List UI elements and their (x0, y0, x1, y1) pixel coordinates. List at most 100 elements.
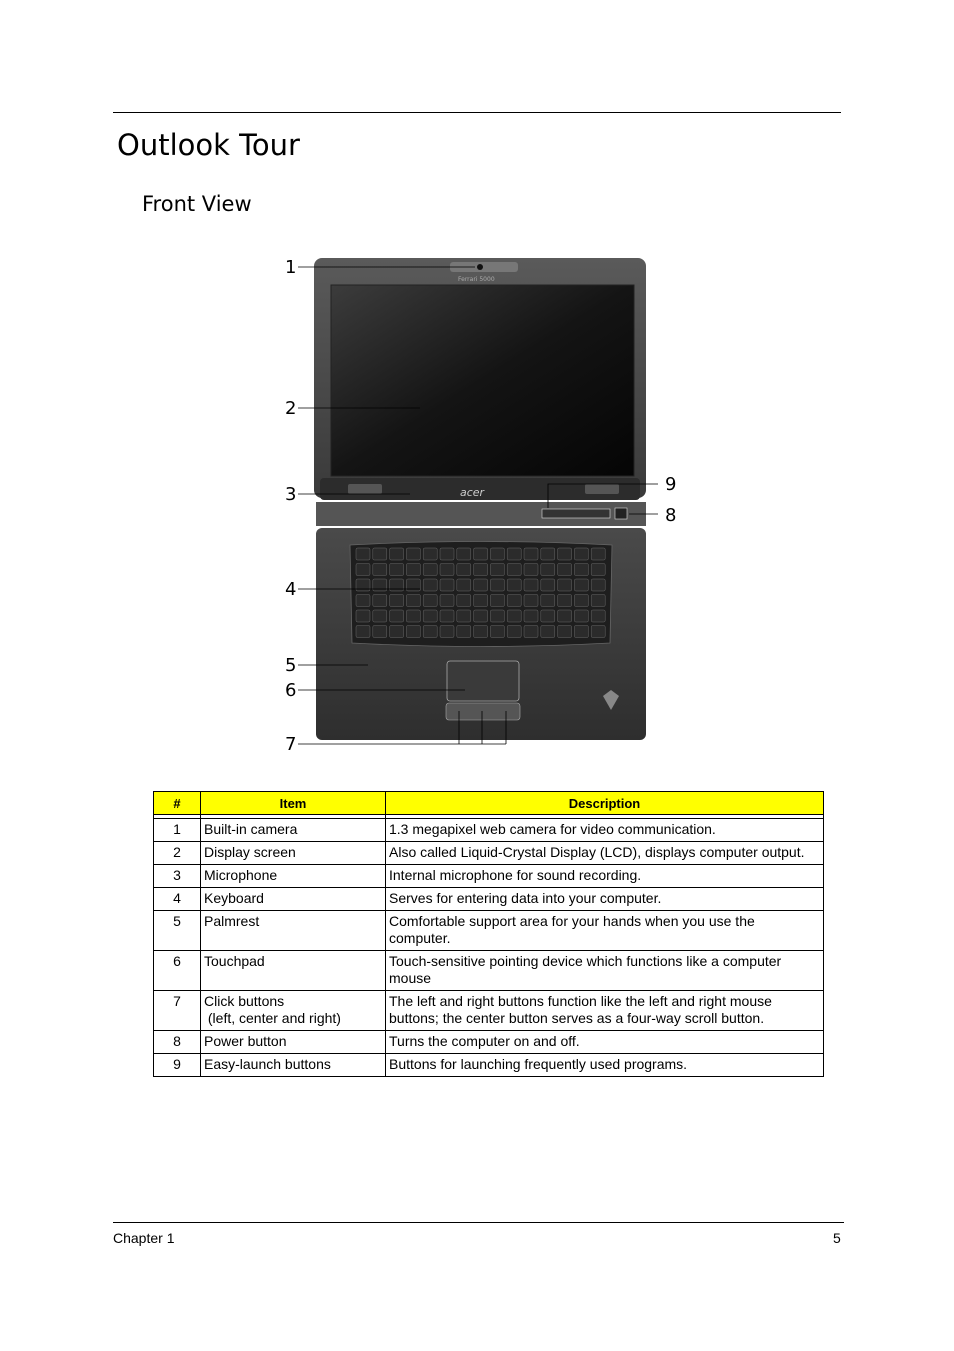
keyboard-key (540, 563, 555, 576)
section-title: Front View (142, 192, 252, 216)
keyboard-key (473, 594, 488, 607)
keyboard-key (591, 625, 606, 638)
keyboard-key (557, 563, 572, 576)
keyboard-key (591, 609, 606, 623)
keyboard-key (406, 609, 421, 623)
keyboard-key (574, 547, 589, 561)
callout-5: 5 (285, 655, 296, 676)
keyboard-key (422, 563, 438, 576)
keyboard-key (574, 563, 589, 576)
row-description: The left and right buttons function like… (385, 990, 824, 1031)
header-num: # (153, 791, 201, 815)
callout-9: 9 (665, 474, 676, 495)
keyboard-key (574, 625, 589, 638)
row-description: Comfortable support area for your hands … (385, 910, 824, 951)
keyboard-key (389, 609, 404, 623)
keyboard-key (406, 594, 421, 607)
keyboard-key (456, 563, 472, 576)
row-number: 3 (153, 864, 201, 888)
keyboard-key (473, 578, 488, 592)
keyboard-key (473, 625, 488, 638)
keyboard-key (591, 547, 606, 561)
row-description: Serves for entering data into your compu… (385, 887, 824, 911)
row-item: Click buttons (left, center and right) (200, 990, 386, 1031)
keyboard-key (372, 594, 388, 607)
row-number: 5 (153, 910, 201, 951)
keyboard-key (389, 625, 404, 638)
row-item-label: Keyboard (204, 890, 264, 906)
row-item: Display screen (200, 841, 386, 865)
keyboard-key (557, 547, 572, 561)
keyboard-key (372, 563, 388, 576)
keyboard-key (557, 609, 572, 623)
keyboard-key (355, 547, 371, 561)
row-item: Palmrest (200, 910, 386, 951)
keyboard-key (456, 609, 472, 623)
camera-lens (477, 264, 483, 270)
keyboard-key (422, 547, 438, 561)
footer-page-number: 5 (833, 1230, 841, 1246)
callout-6: 6 (285, 680, 296, 701)
touchpad (446, 660, 520, 702)
page-title: Outlook Tour (117, 128, 300, 162)
footer-chapter: Chapter 1 (113, 1230, 175, 1246)
keyboard-key (506, 563, 522, 576)
callout-4: 4 (285, 579, 296, 600)
row-item: Power button (200, 1030, 386, 1054)
keyboard-key (523, 578, 539, 592)
keyboard-key (523, 563, 539, 576)
keyboard-key (490, 594, 505, 607)
keyboard-key (422, 594, 438, 607)
row-number: 6 (153, 950, 201, 991)
keyboard-key (523, 609, 539, 623)
table-header-row: # Item Description (153, 791, 824, 815)
row-item-label: Touchpad (204, 953, 265, 969)
row-description: Internal microphone for sound recording. (385, 864, 824, 888)
keyboard-key (490, 578, 505, 592)
keyboard-key (473, 563, 488, 576)
keyboard-key (372, 609, 388, 623)
row-description: Buttons for launching frequently used pr… (385, 1053, 824, 1077)
header-rule (113, 112, 841, 113)
keyboard-key (389, 563, 404, 576)
keyboard-key (574, 578, 589, 592)
keyboard-key (490, 609, 505, 623)
keyboard-key (355, 578, 371, 592)
keyboard-key (456, 625, 472, 638)
easy-launch-buttons (541, 508, 611, 519)
keyboard-key (557, 578, 572, 592)
row-item-label: Click buttons (204, 993, 285, 1009)
keyboard-key (355, 609, 371, 623)
keyboard-key (557, 625, 572, 638)
header-description: Description (385, 791, 824, 815)
keyboard-key (439, 578, 455, 592)
keyboard-key (422, 578, 438, 592)
row-number: 1 (153, 818, 201, 842)
keyboard-key (506, 625, 522, 638)
keyboard-key (372, 578, 388, 592)
row-number: 4 (153, 887, 201, 911)
row-item-label: Built-in camera (204, 821, 298, 837)
keyboard-key (540, 547, 555, 561)
svg-text:Ferrari 5000: Ferrari 5000 (458, 276, 495, 283)
row-description: 1.3 megapixel web camera for video commu… (385, 818, 824, 842)
keyboard-key (523, 547, 539, 561)
keyboard-key (506, 578, 522, 592)
keyboard-key (389, 578, 404, 592)
keyboard-key (473, 547, 488, 561)
row-item: Microphone (200, 864, 386, 888)
row-item-sub: (left, center and right) (204, 1010, 341, 1026)
keyboard-key (456, 547, 472, 561)
keyboard-key (557, 594, 572, 607)
row-description: Turns the computer on and off. (385, 1030, 824, 1054)
keyboard-key (406, 563, 421, 576)
callout-7: 7 (285, 734, 296, 755)
